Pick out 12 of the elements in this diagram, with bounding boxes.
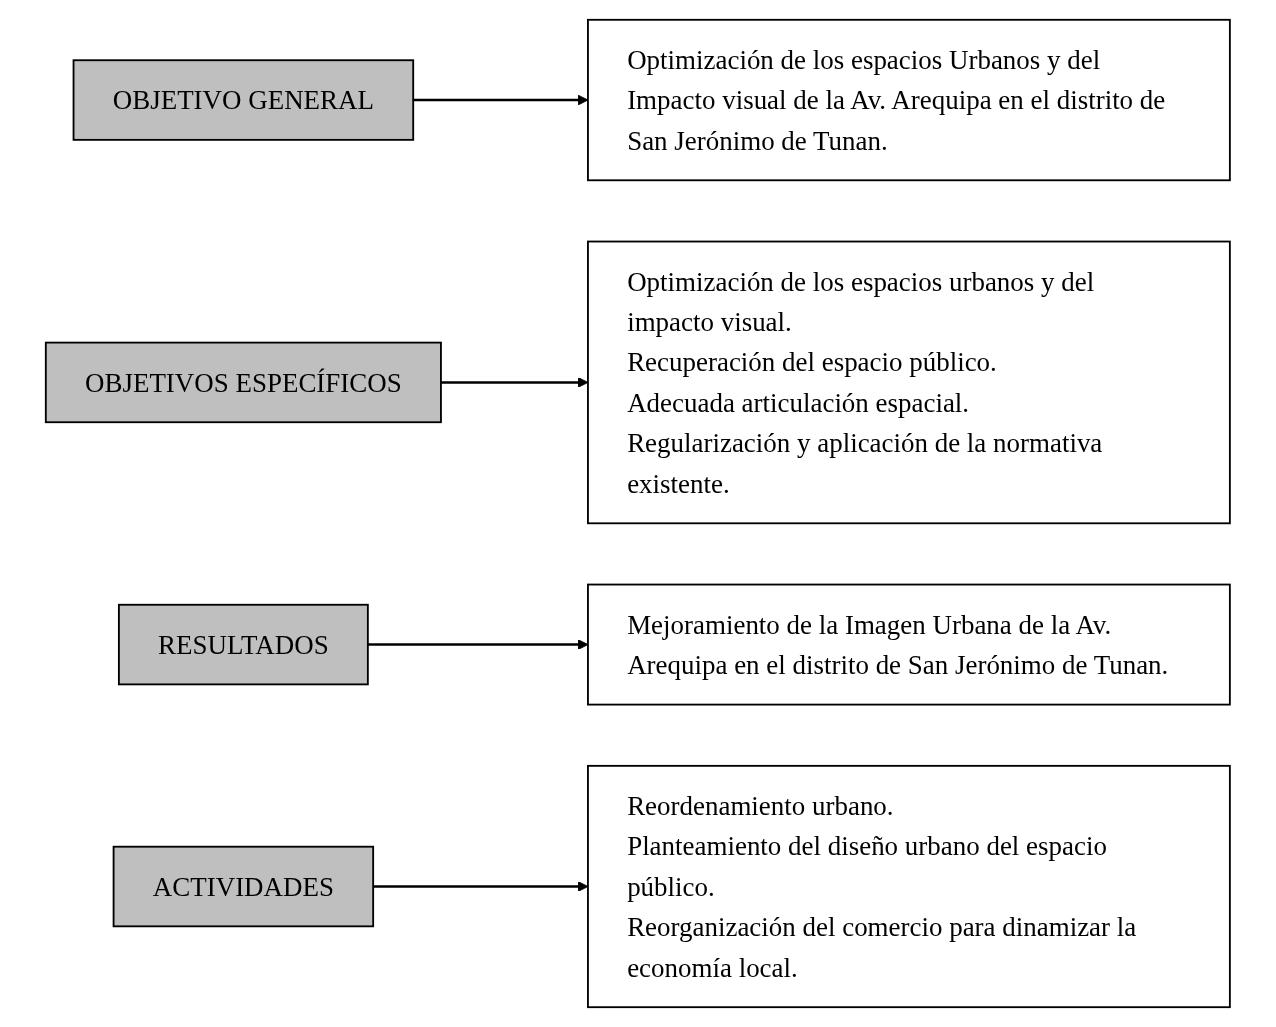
node-box: RESULTADOS <box>118 603 369 686</box>
node-box: ACTIVIDADES <box>112 845 375 928</box>
node-box: Mejoramiento de la Imagen Urbana de la Av. Arequipa en el distrito de San Jerónimo de Tunan. <box>587 583 1231 706</box>
arrow <box>368 639 589 650</box>
arrow <box>413 94 589 106</box>
node-box: Optimización de los espacios urbanos y del impacto visual. Recuperación del espacio público. Adecuada articulación espacial. Regularización y aplicación de la normativa existente. <box>587 240 1231 525</box>
node-box: OBJETIVOS ESPECÍFICOS <box>45 341 443 424</box>
arrow <box>373 881 589 892</box>
node-box: Reordenamiento urbano. Planteamiento del diseño urbano del espacio público. Reorganización del comercio para dinamizar la economía local. <box>587 764 1231 1009</box>
node-box: OBJETIVO GENERAL <box>72 59 415 141</box>
node-box: Optimización de los espacios Urbanos y del Impacto visual de la Av. Arequipa en el distrito de San Jerónimo de Tunan. <box>587 18 1231 182</box>
arrow <box>441 377 589 388</box>
